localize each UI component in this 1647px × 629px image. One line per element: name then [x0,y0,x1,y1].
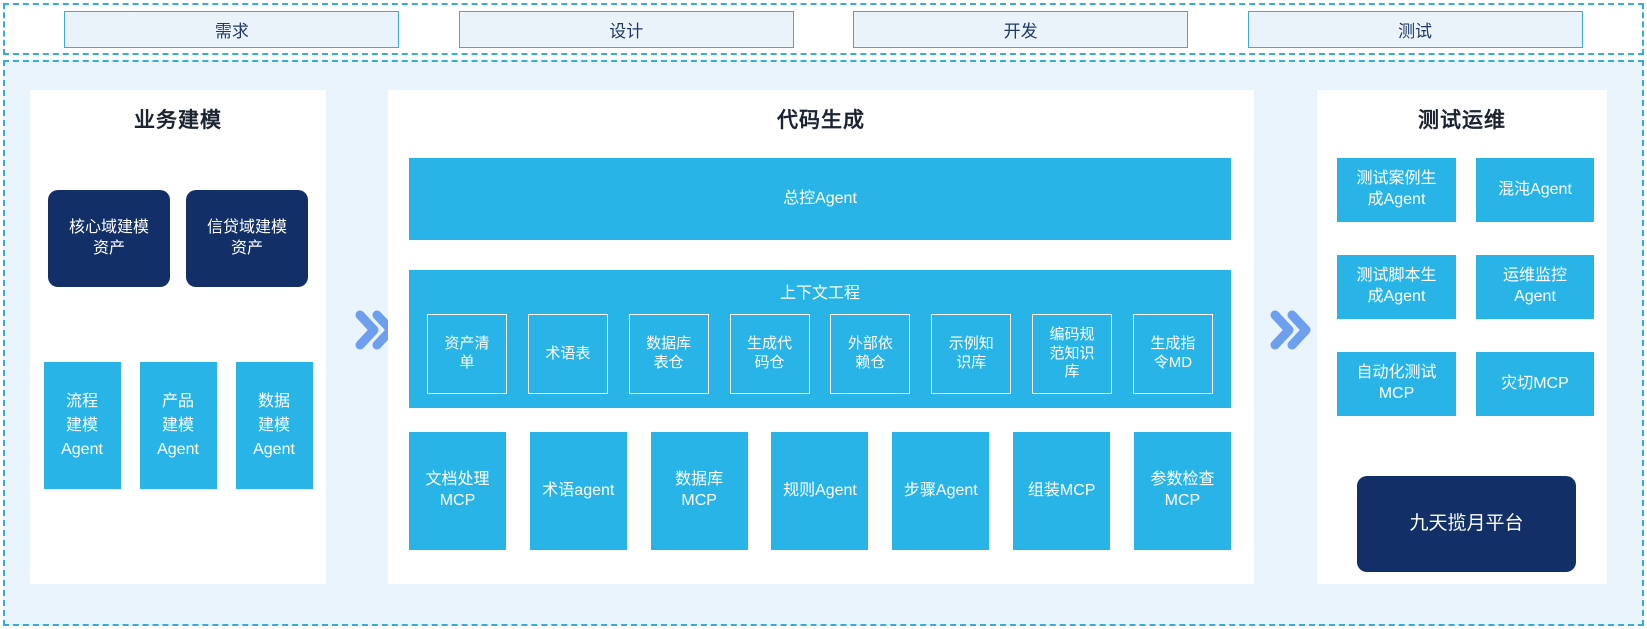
box-disaster-switch-mcp: 灾切MCP [1476,352,1594,416]
context-engineering-container: 上下文工程 资产清 单 术语表 数据库 表仓 生成代 码仓 外部依 赖仓 示例知… [409,270,1231,408]
code-generation-title: 代码生成 [777,109,865,132]
modeling-agent-row: 流程 建模 Agent 产品 建模 Agent 数据 建模 Agent [30,362,326,489]
agent-box-product-modeling: 产品 建模 Agent [139,362,217,489]
context-item-example-knowledge-base: 示例知 识库 [931,314,1012,394]
panel-code-generation: 代码生成 总控Agent 上下文工程 资产清 单 术语表 数据库 表仓 生成代 … [388,90,1254,584]
phase-box-requirements: 需求 [64,10,400,48]
master-agent-bar: 总控Agent [409,158,1231,240]
agent-box-rules: 规则Agent [771,432,869,550]
context-item-generated-code-repo: 生成代 码仓 [729,314,810,394]
context-engineering-title: 上下文工程 [779,285,860,302]
modeling-asset-row: 核心域建模 资产 信贷域建模 资产 [30,190,326,287]
context-item-glossary: 术语表 [527,314,608,394]
mcp-box-assembly: 组装MCP [1013,432,1111,550]
context-item-gen-instruction-md: 生成指 令MD [1132,314,1213,394]
box-chaos-agent: 混沌Agent [1476,158,1594,222]
context-items-row: 资产清 单 术语表 数据库 表仓 生成代 码仓 外部依 赖仓 示例知 识库 编码… [427,314,1213,394]
asset-box-core-domain: 核心域建模 资产 [48,190,170,287]
panel-test-ops: 测试运维 测试案例生 成Agent 混沌Agent 测试脚本生 成Agent 运… [1317,90,1607,584]
double-chevron-icon [1270,310,1311,350]
mcp-agent-row: 文档处理 MCP 术语agent 数据库 MCP 规则Agent 步骤Agent… [409,432,1231,550]
context-item-coding-standards-kb: 编码规 范知识 库 [1032,314,1113,394]
test-ops-grid: 测试案例生 成Agent 混沌Agent 测试脚本生 成Agent 运维监控 A… [1337,158,1594,416]
mcp-box-database: 数据库 MCP [650,432,748,550]
phase-bar: 需求 设计 开发 测试 [3,3,1644,55]
box-test-case-gen-agent: 测试案例生 成Agent [1337,158,1456,222]
mcp-box-doc-processing: 文档处理 MCP [409,432,506,550]
box-ops-monitoring-agent: 运维监控 Agent [1476,255,1594,319]
box-automated-test-mcp: 自动化测试 MCP [1337,352,1456,416]
agent-box-steps: 步骤Agent [892,432,990,550]
agent-box-data-modeling: 数据 建模 Agent [235,362,313,489]
context-item-db-table-repo: 数据库 表仓 [628,314,709,394]
asset-box-credit-domain: 信贷域建模 资产 [186,190,308,287]
phase-box-development: 开发 [853,10,1189,48]
panel-business-modeling: 业务建模 核心域建模 资产 信贷域建模 资产 流程 建模 Agent 产品 建模… [30,90,326,584]
main-diagram-container: 业务建模 核心域建模 资产 信贷域建模 资产 流程 建模 Agent 产品 建模… [3,60,1644,626]
mcp-box-param-check: 参数检查 MCP [1133,432,1231,550]
box-test-script-gen-agent: 测试脚本生 成Agent [1337,255,1456,319]
test-ops-title: 测试运维 [1418,109,1506,132]
phase-box-design: 设计 [458,10,794,48]
platform-box-jiutian: 九天揽月平台 [1357,476,1576,572]
agent-box-terminology: 术语agent [529,432,627,550]
phase-box-testing: 测试 [1247,10,1583,48]
business-modeling-title: 业务建模 [134,109,222,132]
context-item-external-deps-repo: 外部依 赖仓 [830,314,911,394]
agent-box-process-modeling: 流程 建模 Agent [43,362,121,489]
context-item-asset-list: 资产清 单 [427,314,507,394]
